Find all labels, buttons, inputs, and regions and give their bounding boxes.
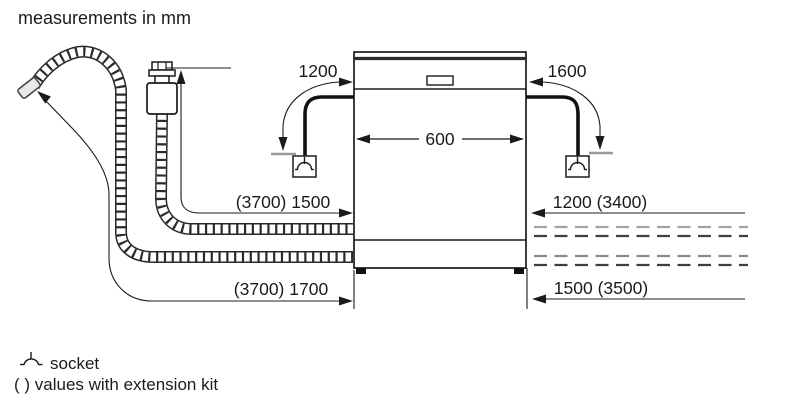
legend-socket-label: socket: [50, 354, 99, 373]
label-right-upper: 1200 (3400): [553, 192, 647, 212]
drain-hose: [17, 45, 353, 263]
control-display: [426, 75, 454, 86]
dishwasher: [353, 51, 527, 274]
dim-width: 600: [356, 129, 524, 149]
dim-cable-left: 1200: [271, 61, 353, 156]
dim-supply-hose: (3700) 1500: [166, 67, 353, 218]
diagram-title: measurements in mm: [18, 8, 191, 28]
dim-cable-right: 1600: [529, 61, 613, 155]
dim-drain-hose: (3700) 1700: [37, 91, 353, 306]
hose-extension-dashed-lines: [534, 225, 748, 267]
label-drain-hose: (3700) 1700: [234, 279, 329, 299]
label-right-lower: 1500 (3500): [554, 278, 648, 298]
foot-left: [356, 268, 366, 274]
legend-extension-label: ( ) values with extension kit: [14, 375, 218, 394]
legend: socket ( ) values with extension kit: [14, 352, 218, 394]
socket-icon-right: [565, 155, 590, 178]
label-width: 600: [425, 129, 454, 149]
label-supply-hose: (3700) 1500: [236, 192, 331, 212]
power-cable-right: [526, 95, 580, 156]
legend-socket-icon: [20, 352, 43, 366]
supply-hose: [154, 111, 353, 235]
socket-icon-left: [292, 155, 317, 178]
foot-right: [514, 268, 524, 274]
power-cable-left: [303, 95, 354, 156]
aquastop-valve-icon: [146, 61, 178, 115]
dim-right-upper: 1200 (3400): [531, 192, 745, 218]
label-cable-left: 1200: [299, 61, 338, 81]
dim-right-lower: 1500 (3500): [532, 278, 745, 304]
label-cable-right: 1600: [548, 61, 587, 81]
drain-hose-connector-icon: [17, 77, 41, 99]
